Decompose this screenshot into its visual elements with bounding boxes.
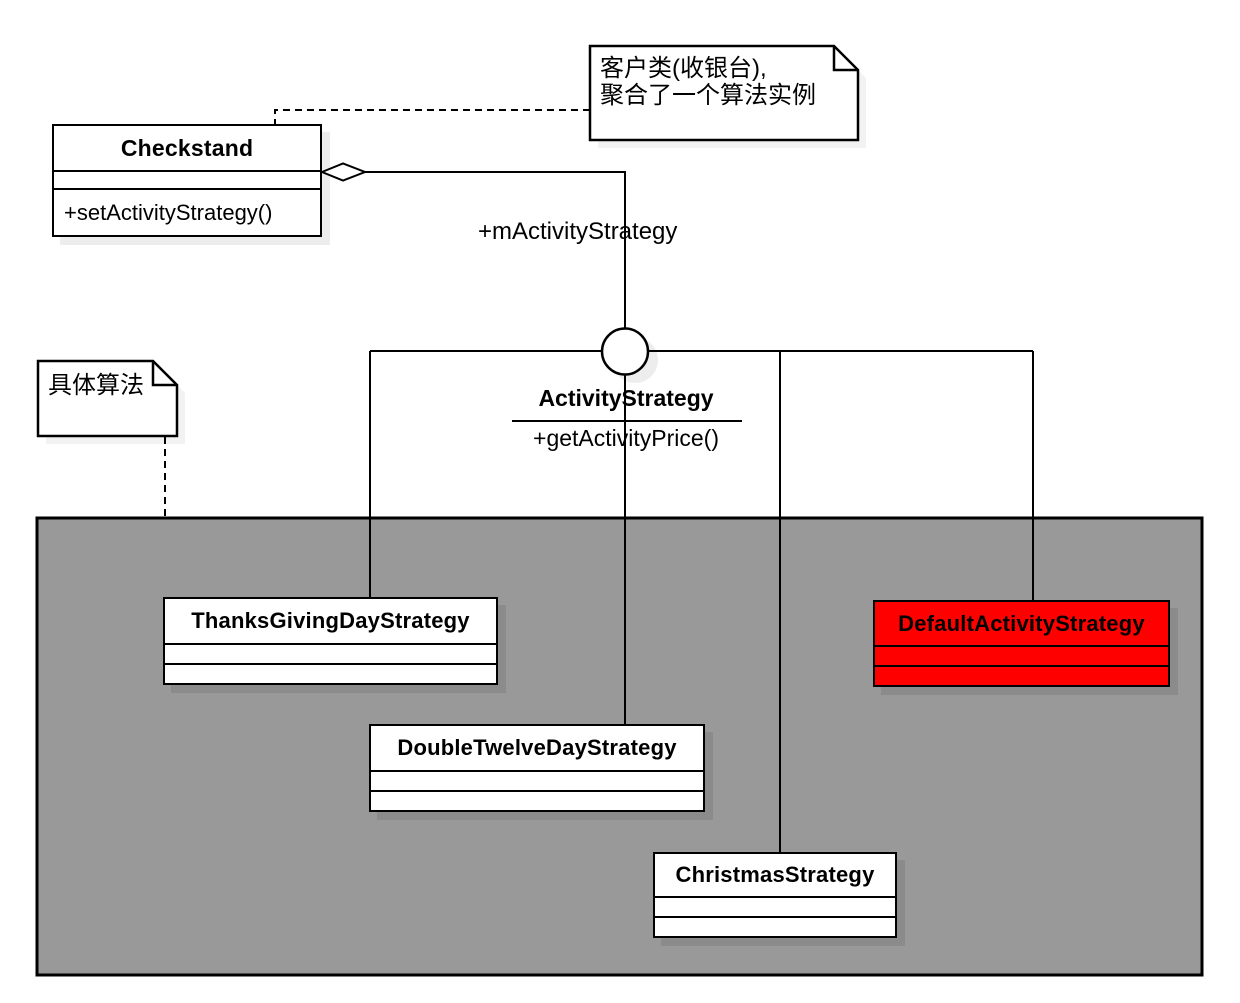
class-thanksgiving-name: ThanksGivingDayStrategy bbox=[191, 608, 470, 633]
class-checkstand-attributes bbox=[54, 170, 320, 188]
class-defaultstrategy-name: DefaultActivityStrategy bbox=[898, 610, 1145, 636]
client-note-text: 客户类(收银台), 聚合了一个算法实例 bbox=[600, 55, 816, 109]
class-doubletwelve-name: DoubleTwelveDayStrategy bbox=[397, 735, 677, 760]
class-doubletwelve: DoubleTwelveDayStrategy bbox=[369, 724, 705, 812]
aggregation-line bbox=[364, 171, 626, 724]
class-doubletwelve-attributes bbox=[371, 770, 703, 790]
interface-method: +getActivityPrice() bbox=[533, 425, 719, 451]
concrete-note-line: 具体算法 bbox=[48, 372, 144, 399]
class-christmas: ChristmasStrategy bbox=[653, 852, 897, 938]
class-thanksgiving: ThanksGivingDayStrategy bbox=[163, 597, 498, 685]
concrete-note-body bbox=[36, 359, 179, 438]
concrete-note-text: 具体算法 bbox=[48, 372, 144, 399]
association-role-label: +mActivityStrategy bbox=[478, 218, 678, 245]
class-christmas-methods bbox=[655, 916, 895, 936]
client-note-line1: 客户类(收银台), bbox=[600, 55, 767, 82]
class-checkstand-method: +setActivityStrategy() bbox=[54, 188, 320, 235]
client-note-line2: 聚合了一个算法实例 bbox=[600, 82, 816, 109]
class-thanksgiving-methods bbox=[165, 663, 496, 683]
class-checkstand-name: Checkstand bbox=[120, 134, 254, 161]
class-christmas-attributes bbox=[655, 896, 895, 916]
class-christmas-name: ChristmasStrategy bbox=[675, 862, 875, 887]
class-checkstand: Checkstand +setActivityStrategy() bbox=[52, 124, 322, 237]
client-note-fold-icon bbox=[832, 46, 858, 72]
class-thanksgiving-attributes bbox=[165, 643, 496, 663]
interface-lollipop-icon bbox=[600, 327, 650, 376]
class-doubletwelve-methods bbox=[371, 790, 703, 810]
interface-activitystrategy: ActivityStrategy +getActivityPrice() bbox=[461, 385, 791, 452]
class-defaultstrategy-methods bbox=[875, 665, 1168, 685]
client-note-anchor-line bbox=[274, 109, 590, 124]
aggregation-diamond-icon bbox=[319, 162, 368, 182]
concrete-note-fold-icon bbox=[151, 361, 177, 387]
client-note-body bbox=[588, 44, 860, 142]
interface-name: ActivityStrategy bbox=[538, 385, 714, 411]
class-defaultstrategy: DefaultActivityStrategy bbox=[873, 600, 1170, 687]
class-defaultstrategy-attributes bbox=[875, 645, 1168, 665]
